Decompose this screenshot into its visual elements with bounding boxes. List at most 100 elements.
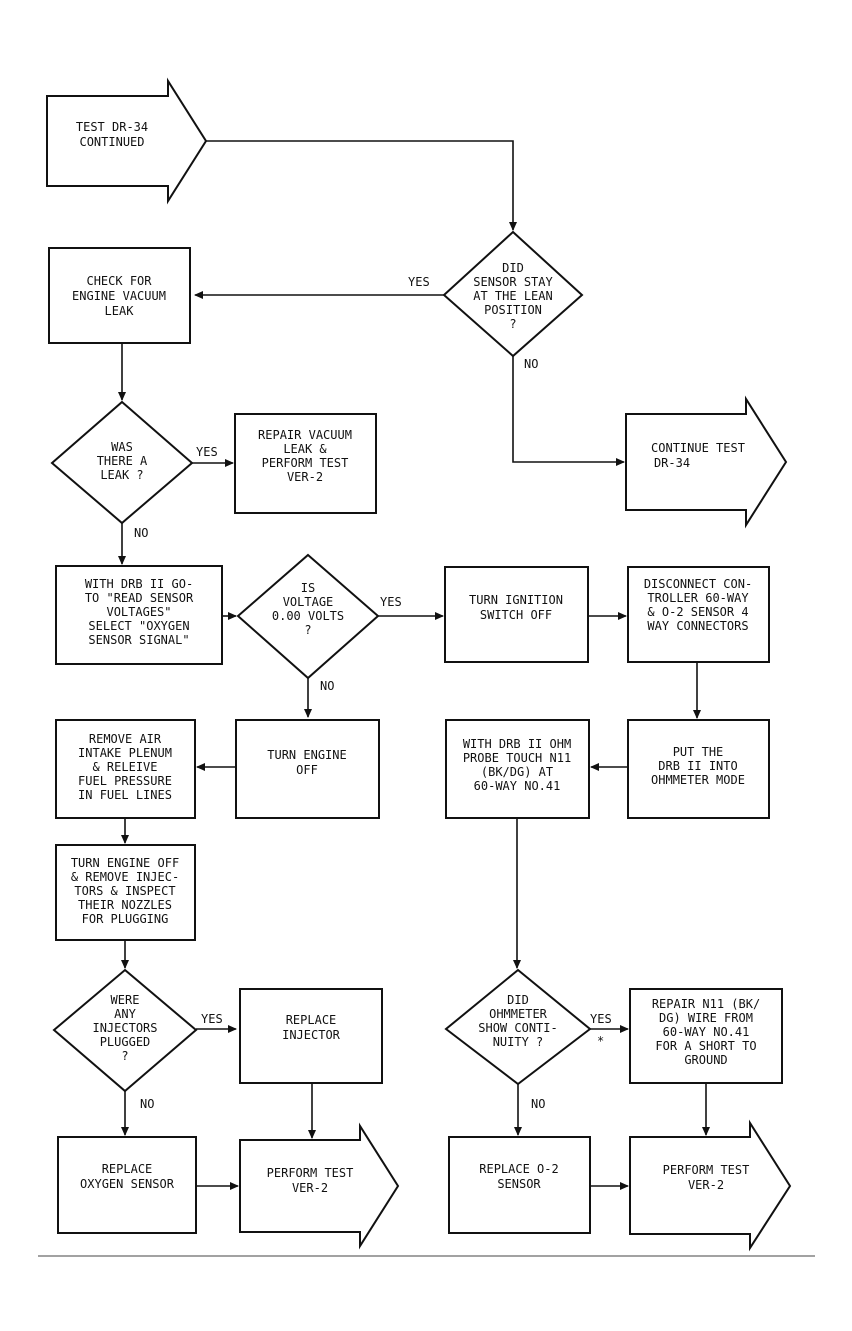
node-text-line: SENSOR STAY xyxy=(473,275,553,289)
decision-were-injectors-plugged: WERE ANY INJECTORS PLUGGED ? xyxy=(52,968,198,1093)
node-text-line: REPLACE xyxy=(286,1013,337,1027)
box-remove-injectors-inspect: TURN ENGINE OFF & REMOVE INJEC- TORS & I… xyxy=(55,844,196,941)
node-text-line: DR-34 xyxy=(654,456,690,470)
decision-did-sensor-stay: DID SENSOR STAY AT THE LEAN POSITION ? xyxy=(442,230,584,358)
node-text-line: TROLLER 60-WAY xyxy=(647,591,749,605)
node-text-line: WAY CONNECTORS xyxy=(647,619,748,633)
node-text-line: DID xyxy=(502,261,524,275)
box-with-drb-read-sensor-voltages: WITH DRB II GO- TO "READ SENSOR VOLTAGES… xyxy=(55,565,223,665)
box-disconnect-controller: DISCONNECT CON- TROLLER 60-WAY & O-2 SEN… xyxy=(627,566,770,663)
node-text-line: PLUGGED xyxy=(100,1035,151,1049)
node-text-line: IS xyxy=(301,581,315,595)
node-text-line: REPAIR N11 (BK/ xyxy=(652,997,760,1011)
box-replace-oxygen-sensor: REPLACE OXYGEN SENSOR xyxy=(57,1136,197,1234)
node-text-line: 60-WAY NO.41 xyxy=(663,1025,750,1039)
box-with-drb-ohm-probe: WITH DRB II OHM PROBE TOUCH N11 (BK/DG) … xyxy=(445,719,590,819)
node-text-line: SWITCH OFF xyxy=(480,608,552,622)
node-text-line: SENSOR SIGNAL" xyxy=(88,633,189,647)
node-text-line: WERE xyxy=(111,993,140,1007)
label-no: NO xyxy=(524,357,538,371)
node-text-line: ? xyxy=(509,317,516,331)
node-text-line: TURN ENGINE xyxy=(267,748,346,762)
node-text-line: THEIR NOZZLES xyxy=(78,898,172,912)
node-text-line: 0.00 VOLTS xyxy=(272,609,344,623)
label-yes: YES xyxy=(408,275,430,289)
node-text-line: & RELEIVE xyxy=(92,760,157,774)
node-text-line: FUEL PRESSURE xyxy=(78,774,172,788)
label-yes: YES xyxy=(380,595,402,609)
node-text-line: TEST DR-34 xyxy=(76,120,148,134)
decision-is-voltage-zero: IS VOLTAGE 0.00 VOLTS ? xyxy=(236,553,380,680)
decision-was-there-a-leak: WAS THERE A LEAK ? xyxy=(50,400,194,525)
node-text-line: GROUND xyxy=(684,1053,727,1067)
node-text-line: POSITION xyxy=(484,303,542,317)
label-no: NO xyxy=(134,526,148,540)
node-text-line: LEAK & xyxy=(283,442,327,456)
start-arrow-test-dr34: TEST DR-34 CONTINUED xyxy=(46,77,208,205)
node-text-line: CONTINUE TEST xyxy=(651,441,745,455)
node-text-line: TORS & INSPECT xyxy=(74,884,175,898)
node-text-line: SENSOR xyxy=(497,1177,541,1191)
node-text-line: SELECT "OXYGEN xyxy=(88,619,189,633)
node-text-line: AT THE LEAN xyxy=(473,289,552,303)
node-text-line: REPLACE xyxy=(102,1162,153,1176)
node-text-line: PERFORM TEST xyxy=(267,1166,354,1180)
node-text-line: ANY xyxy=(114,1007,136,1021)
node-text-line: INJECTORS xyxy=(92,1021,157,1035)
label-yes: YES xyxy=(201,1012,223,1026)
node-text-line: THERE A xyxy=(97,454,148,468)
node-text-line: PERFORM TEST xyxy=(262,456,349,470)
node-text-line: SHOW CONTI- xyxy=(478,1021,557,1035)
node-text-line: TURN ENGINE OFF xyxy=(71,856,179,870)
box-check-engine-vacuum-leak: CHECK FOR ENGINE VACUUM LEAK xyxy=(48,247,191,344)
node-text-line: OHMMETER MODE xyxy=(651,773,745,787)
node-text-line: TO "READ SENSOR xyxy=(85,591,194,605)
node-text-line: (BK/DG) AT xyxy=(481,765,553,779)
node-text-line: VER-2 xyxy=(292,1181,328,1195)
connector xyxy=(512,356,625,466)
node-text-line: VOLTAGES" xyxy=(106,605,171,619)
box-repair-n11-wire: REPAIR N11 (BK/ DG) WIRE FROM 60-WAY NO.… xyxy=(629,988,783,1084)
label-no: NO xyxy=(320,679,334,693)
node-text-line: TURN IGNITION xyxy=(469,593,563,607)
node-text-line: LEAK ? xyxy=(100,468,143,482)
box-put-drb-into-ohmmeter-mode: PUT THE DRB II INTO OHMMETER MODE xyxy=(627,719,770,819)
box-replace-o2-sensor: REPLACE O-2 SENSOR xyxy=(448,1136,591,1234)
node-text-line: WAS xyxy=(111,440,133,454)
node-text-line: DRB II INTO xyxy=(658,759,737,773)
node-text-line: LEAK xyxy=(105,304,135,318)
node-text-line: ENGINE VACUUM xyxy=(72,289,166,303)
arrow-continue-test-dr34: CONTINUE TEST DR-34 xyxy=(625,395,788,529)
node-text-line: DID xyxy=(507,993,529,1007)
box-replace-injector: REPLACE INJECTOR xyxy=(239,988,383,1084)
node-text-line: VOLTAGE xyxy=(283,595,334,609)
node-text-line: WITH DRB II OHM xyxy=(463,737,571,751)
node-text-line: 60-WAY NO.41 xyxy=(474,779,561,793)
label-asterisk: * xyxy=(597,1034,604,1048)
node-text-line: REPAIR VACUUM xyxy=(258,428,352,442)
node-text-line: PROBE TOUCH N11 xyxy=(463,751,571,765)
node-text-line: INTAKE PLENUM xyxy=(78,746,172,760)
node-text-line: IN FUEL LINES xyxy=(78,788,172,802)
label-yes: YES xyxy=(196,445,218,459)
node-text-line: CONTINUED xyxy=(79,135,144,149)
connector xyxy=(205,140,517,231)
box-remove-air-intake-plenum: REMOVE AIR INTAKE PLENUM & RELEIVE FUEL … xyxy=(55,719,196,819)
box-turn-ignition-switch-off: TURN IGNITION SWITCH OFF xyxy=(444,566,589,663)
arrow-perform-test-ver2-right: PERFORM TEST VER-2 xyxy=(629,1119,792,1252)
label-no: NO xyxy=(531,1097,545,1111)
arrow-perform-test-ver2-left: PERFORM TEST VER-2 xyxy=(239,1122,400,1250)
node-text-line: OFF xyxy=(296,763,318,777)
node-text-line: ? xyxy=(121,1049,128,1063)
label-yes: YES xyxy=(590,1012,612,1026)
node-text-line: OXYGEN SENSOR xyxy=(80,1177,175,1191)
box-turn-engine-off: TURN ENGINE OFF xyxy=(235,719,380,819)
node-text-line: PERFORM TEST xyxy=(663,1163,750,1177)
node-text-line: FOR PLUGGING xyxy=(82,912,169,926)
node-text-line: REPLACE O-2 xyxy=(479,1162,558,1176)
node-text-line: CHECK FOR xyxy=(86,274,152,288)
node-text-line: VER-2 xyxy=(287,470,323,484)
node-text-line: OHMMETER xyxy=(489,1007,548,1021)
node-text-line: ? xyxy=(304,623,311,637)
decision-did-ohmmeter-show-continuity: DID OHMMETER SHOW CONTI- NUITY ? xyxy=(444,968,592,1086)
